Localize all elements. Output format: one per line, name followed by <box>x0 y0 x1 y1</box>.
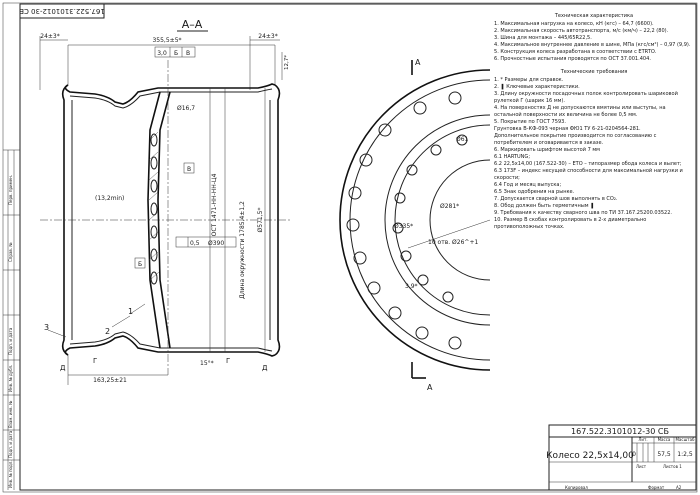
req-item: 4. На поверхностях Д не допускаются вмят… <box>494 105 666 118</box>
front-pcd-label: Ø281* <box>440 203 459 210</box>
dim-face-c: В <box>186 50 190 57</box>
req-item: 3. Длину окружности посадочных полок кон… <box>494 91 678 104</box>
callout-2: 2 <box>105 327 110 336</box>
req-item: 6.3 173F – индекс несущей способности дл… <box>494 168 683 181</box>
label-d-left: Д <box>60 364 66 372</box>
label-g-right: Г <box>226 357 230 365</box>
dim-face-b: Б <box>174 50 178 57</box>
req-item: 2. ❚ Ключевые характеристики. <box>494 84 580 90</box>
mass-value: 57,5 <box>657 451 671 458</box>
lit-value: 0 <box>632 451 636 458</box>
dim-left-offset: 24±3* <box>40 33 59 40</box>
strip-label-6: Подп. и дата <box>8 430 13 458</box>
tolerance-ref: ОСТ 1471-НН-НН-Ц4 <box>211 173 218 236</box>
dim-top-right-offset: 12,7* <box>284 55 290 70</box>
req-item: 1. * Размеры для справок. <box>494 77 564 83</box>
req-item: 7. Допускается сварной шов выполнять в C… <box>494 196 618 202</box>
req-item: 6. Маркировать шрифтом высотой 7 мм <box>494 147 600 153</box>
footer-format: Формат <box>648 485 665 490</box>
label-g-left: Г <box>93 357 97 365</box>
front-centre-hole: Ø61 <box>456 136 469 143</box>
front-bolt-circle: Ø335* <box>394 223 413 230</box>
dim-top-width: 355,5±5* <box>152 37 181 44</box>
dim-runout: 0,5 <box>190 240 200 247</box>
req-item: 6.2 22,5х14,00 (167.522-30) – ЕТО – типо… <box>494 161 682 167</box>
callout-3: 3 <box>44 323 49 332</box>
title-block: 167.522.3101012-30 СБ Колесо 22,5х14,00 … <box>546 424 697 491</box>
sheets-label: Листов 1 <box>663 464 682 469</box>
req-item: 6.5 Знак одобрения на рынке. <box>494 189 575 195</box>
dim-bottom-width: 163,25±21 <box>93 377 127 384</box>
stamp-doc-number: 167.522.3101012-30 СБ <box>19 7 105 15</box>
dim-bolt-hole: Ø16,7 <box>177 105 195 112</box>
label-v: В <box>187 166 191 173</box>
tech-specs-heading: Техническая характеристика <box>554 13 634 19</box>
wheel-section-view: 24±3* 24±3* 355,5±5* 3,0 Б В 12,7* <box>39 33 290 385</box>
req-item: 8. Обод должен быть герметичным ❚ <box>494 203 595 209</box>
scale-value: 1:2,5 <box>677 451 693 458</box>
strip-label-5: Взам. инв. № <box>8 401 13 428</box>
strip-label-2: Справ. № <box>8 243 13 262</box>
req-item: 6.4 Год и месяц выпуска; <box>494 182 562 188</box>
sheet-label: Лист <box>636 464 647 469</box>
callout-1: 1 <box>128 307 133 316</box>
col-mass: Масса <box>658 437 671 442</box>
dim-runout-base: Ø390 <box>208 240 224 247</box>
spec-item: 1. Максимальная нагрузка на колесо, кН (… <box>494 21 654 27</box>
spec-item: 5. Конструкция колеса разработана в соот… <box>494 49 657 55</box>
label-b: Б <box>138 261 142 268</box>
spec-item: 2. Максимальная скорость автотранспорта,… <box>494 28 669 34</box>
req-item: 6.1 HARTUNG; <box>494 154 531 160</box>
front-holes-label: 10 отв. Ø26^+1 <box>428 239 478 246</box>
tech-req-heading: Технические требования <box>560 69 628 75</box>
dim-circumference: Длина окружности 1785,4±1,2 <box>239 201 246 299</box>
spec-item: 4. Максимальное внутреннее давление в ши… <box>494 42 691 48</box>
section-label: А–А <box>182 18 203 31</box>
strip-label-3: Подп. и дата <box>8 327 13 355</box>
footer-copied: Копировал <box>565 485 588 490</box>
col-scale: Масштаб <box>675 437 695 442</box>
strip-label-1: Перв. примен. <box>8 175 13 205</box>
req-item: 5. Покрытие по ГОСТ 7593. <box>494 119 566 125</box>
req-item: 9. Требования к качеству сварного шва по… <box>494 210 673 216</box>
dim-bottom-angle: 15°* <box>200 360 214 367</box>
dim-rim-diameter: Ø571,5* <box>257 208 264 233</box>
label-d-right: Д <box>262 364 268 372</box>
drawing-frame <box>19 3 697 491</box>
title-doc-number: 167.522.3101012-30 СБ <box>571 427 669 436</box>
dim-face-a: 3,0 <box>157 50 167 57</box>
label-a-bottom: А <box>427 383 433 392</box>
req-item: Дополнительное покрытие производится по … <box>494 133 657 146</box>
label-a-top: А <box>415 58 421 67</box>
front-chamfer: 3,9* <box>405 283 418 290</box>
dim-thickness: (13,2min) <box>95 195 124 202</box>
spec-item: 6. Прочностные испытания проводятся по О… <box>494 56 651 62</box>
title-name: Колесо 22,5х14,00 <box>546 451 634 461</box>
req-item: Грунтовка В-КФ-093 черная ФЮ1 ТУ 6-21-02… <box>494 126 641 132</box>
footer-format-value: А2 <box>676 485 682 490</box>
left-strip: Перв. примен. Справ. № Подп. и дата Инв.… <box>3 149 20 490</box>
top-left-stamp: 167.522.3101012-30 СБ <box>19 3 105 19</box>
req-item: 10. Размер В скобах контролировать в 2-х… <box>494 217 647 230</box>
dim-right-offset: 24±3* <box>258 33 277 40</box>
spec-item: 3. Шина для монтажа – 445/65R22,5. <box>494 35 592 41</box>
col-lit: Лит. <box>638 437 647 442</box>
strip-label-4: Инв. № дубл. <box>8 365 13 392</box>
notes-panel: Техническая характеристика 1. Максимальн… <box>494 13 694 231</box>
strip-label-7: Инв. № подл. <box>8 460 13 488</box>
wheel-front-view: 10 отв. Ø26^+1 Ø281* Ø335* Ø61 3,9* А А <box>339 58 491 392</box>
